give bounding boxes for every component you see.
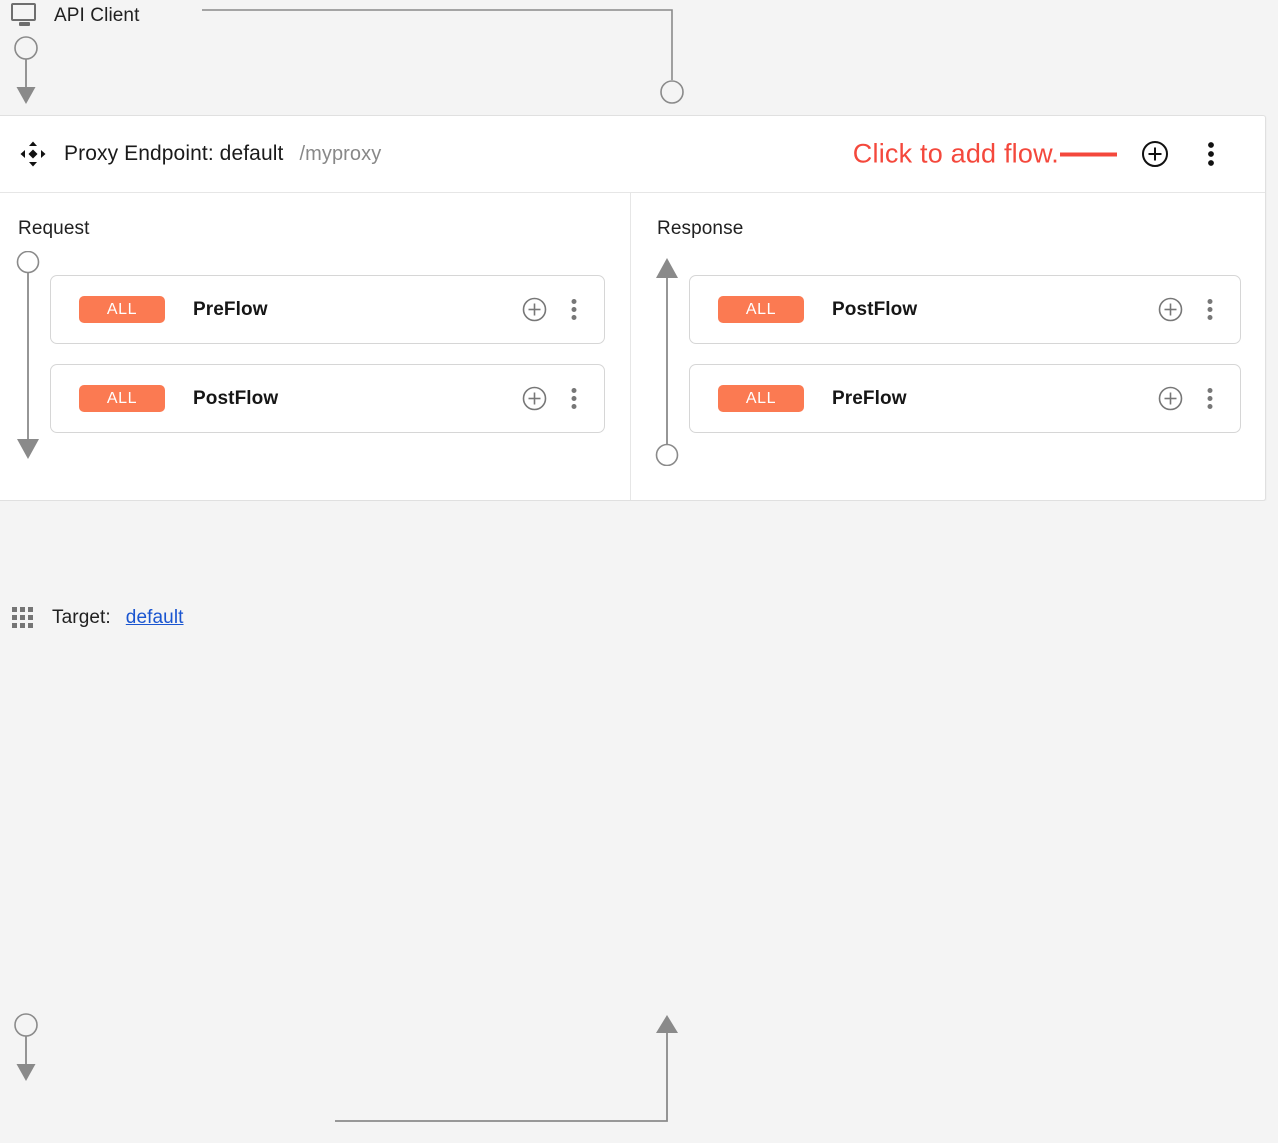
- proxy-endpoint-header: Proxy Endpoint: default /myproxy Click t…: [0, 116, 1265, 193]
- flow-card-actions: [522, 386, 604, 411]
- flow-menu-button[interactable]: [1200, 297, 1220, 322]
- status-badge: ALL: [79, 385, 165, 412]
- flow-columns: Request ALL PreFlow: [0, 193, 1265, 500]
- flow-card-actions: [522, 297, 604, 322]
- flow-card[interactable]: ALL PostFlow: [50, 364, 605, 433]
- client-request-connector: [14, 36, 38, 104]
- proxy-endpoint-panel: Proxy Endpoint: default /myproxy Click t…: [0, 115, 1266, 501]
- request-column-title: Request: [18, 218, 90, 239]
- flow-card[interactable]: ALL PreFlow: [50, 275, 605, 344]
- status-badge: ALL: [79, 296, 165, 323]
- add-step-button[interactable]: [522, 386, 547, 411]
- annotation-pointer-line: [1060, 152, 1117, 156]
- target-link[interactable]: default: [125, 607, 184, 628]
- target-band: Target: default: [0, 501, 1278, 1122]
- flow-card-actions: [1158, 297, 1240, 322]
- request-column: Request ALL PreFlow: [0, 193, 631, 500]
- endpoint-menu-button[interactable]: [1199, 140, 1223, 168]
- add-step-button[interactable]: [1158, 386, 1183, 411]
- target-node: Target: default: [12, 607, 184, 629]
- client-response-connector: [202, 9, 684, 104]
- flow-name: PostFlow: [193, 387, 279, 409]
- api-client-label: API Client: [54, 4, 140, 26]
- move-handle-icon[interactable]: [19, 140, 47, 168]
- target-label: Target:: [52, 607, 111, 628]
- add-flow-annotation: Click to add flow.: [852, 138, 1117, 169]
- add-step-button[interactable]: [522, 297, 547, 322]
- flow-menu-button[interactable]: [564, 386, 584, 411]
- flow-menu-button[interactable]: [564, 297, 584, 322]
- flow-card[interactable]: ALL PreFlow: [689, 364, 1241, 433]
- endpoint-basepath: /myproxy: [299, 143, 382, 165]
- api-client-band: API Client: [0, 0, 1278, 115]
- add-flow-button[interactable]: [1141, 140, 1169, 168]
- monitor-icon: [10, 2, 39, 29]
- proxy-endpoint-title-group: Proxy Endpoint: default /myproxy: [64, 142, 381, 166]
- status-badge: ALL: [718, 296, 804, 323]
- add-step-button[interactable]: [1158, 297, 1183, 322]
- page-title: Proxy Endpoint: default: [64, 142, 284, 165]
- request-flow-arrow: [16, 251, 40, 459]
- response-column: Response ALL PostFlow: [631, 193, 1265, 500]
- flow-card-actions: [1158, 386, 1240, 411]
- flow-name: PostFlow: [832, 298, 918, 320]
- flow-card[interactable]: ALL PostFlow: [689, 275, 1241, 344]
- flow-name: PreFlow: [193, 298, 268, 320]
- apps-grid-icon: [12, 607, 37, 629]
- status-badge: ALL: [718, 385, 804, 412]
- api-client-node: API Client: [10, 2, 139, 29]
- annotation-text: Click to add flow.: [852, 138, 1059, 169]
- response-flow-arrow: [655, 258, 679, 466]
- flow-name: PreFlow: [832, 387, 907, 409]
- flow-menu-button[interactable]: [1200, 386, 1220, 411]
- target-connectors: [14, 1013, 678, 1122]
- response-column-title: Response: [657, 218, 744, 239]
